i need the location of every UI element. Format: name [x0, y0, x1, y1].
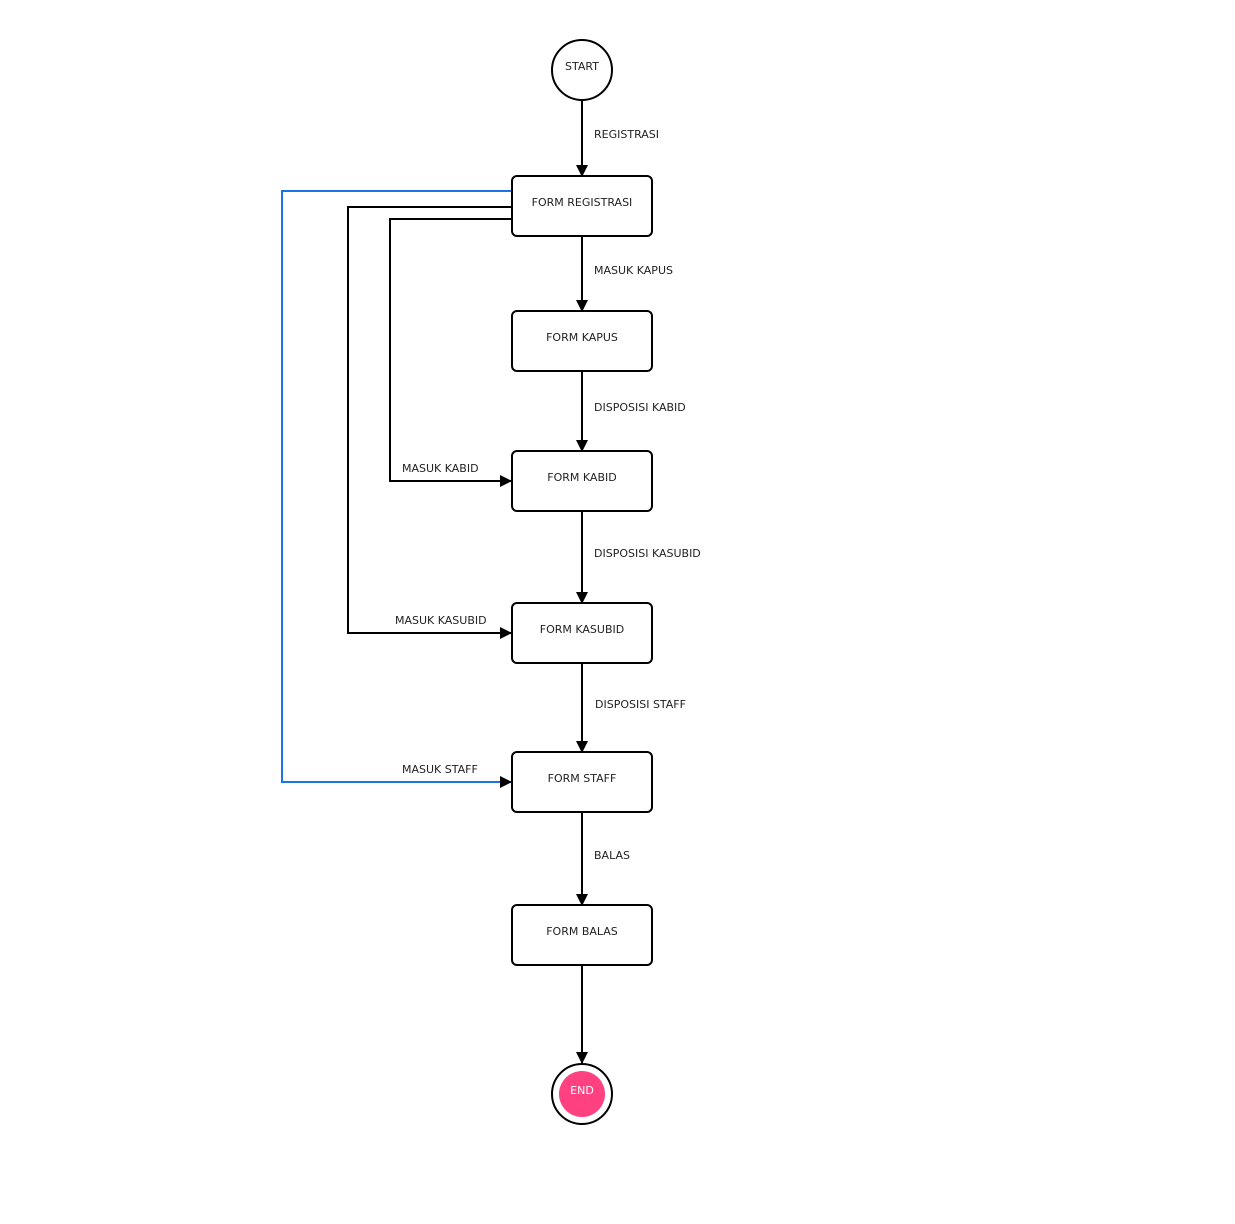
form-staff-node[interactable] — [511, 751, 653, 813]
edge-label-registrasi: REGISTRASI — [594, 128, 659, 141]
edge-label-balas: BALAS — [594, 849, 630, 862]
form-balas-node[interactable] — [511, 904, 653, 966]
edge-label-masuk-kasubid: MASUK KASUBID — [395, 614, 487, 627]
form-balas-label: FORM BALAS — [546, 925, 618, 938]
edge-masuk-staff — [281, 190, 512, 788]
end-label: END — [570, 1084, 594, 1097]
form-kabid-node[interactable] — [511, 450, 653, 512]
end-node-inner — [559, 1071, 605, 1117]
edge-label-disposisi-kabid: DISPOSISI KABID — [594, 401, 686, 414]
form-kasubid-node[interactable] — [511, 602, 653, 664]
edge-label-disposisi-kasubid: DISPOSISI KASUBID — [594, 547, 701, 560]
form-registrasi-node[interactable] — [511, 175, 653, 237]
form-kapus-node[interactable] — [511, 310, 653, 372]
edge-label-masuk-kabid: MASUK KABID — [402, 462, 479, 475]
edge-label-masuk-kapus: MASUK KAPUS — [594, 264, 673, 277]
form-staff-label: FORM STAFF — [548, 772, 617, 785]
form-kasubid-label: FORM KASUBID — [540, 623, 624, 636]
start-node[interactable] — [551, 39, 613, 101]
edge-masuk-kasubid — [347, 206, 512, 639]
form-kapus-label: FORM KAPUS — [546, 331, 618, 344]
start-label: START — [565, 60, 599, 73]
edge-label-masuk-staff: MASUK STAFF — [402, 763, 478, 776]
edge-label-disposisi-staff: DISPOSISI STAFF — [595, 698, 686, 711]
form-kabid-label: FORM KABID — [547, 471, 616, 484]
edge-masuk-kabid — [389, 218, 512, 487]
form-registrasi-label: FORM REGISTRASI — [532, 196, 633, 209]
